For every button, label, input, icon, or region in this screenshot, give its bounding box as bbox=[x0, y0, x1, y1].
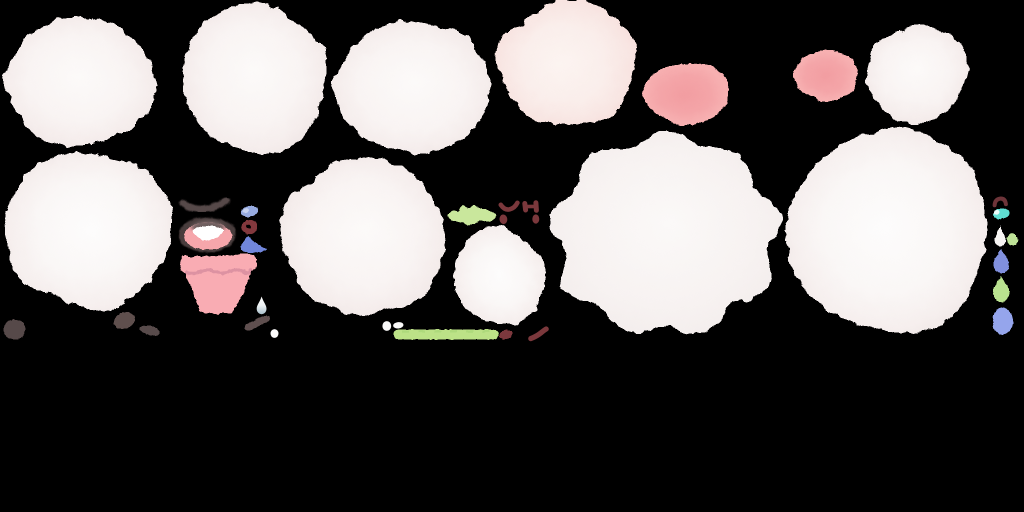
maroon-ring bbox=[241, 219, 258, 235]
closed-smile bbox=[180, 197, 230, 213]
strip-blue-drop-shape-0 bbox=[993, 248, 1010, 273]
maroon-crescent-shape-0 bbox=[528, 326, 549, 342]
soil-twig bbox=[139, 325, 160, 336]
strip-maroon-arch bbox=[992, 196, 1008, 208]
wool-blob-top-2-shape-0 bbox=[181, 2, 327, 152]
strip-white-drop-shape-0 bbox=[994, 225, 1006, 246]
maroon-pebble-shape-0 bbox=[499, 329, 513, 340]
wool-blob-top-1-shape-0 bbox=[3, 17, 156, 146]
wool-blob-center bbox=[280, 158, 446, 313]
flower-pot-shape-2 bbox=[184, 267, 253, 275]
maroon-eye-dot-2-shape-0 bbox=[532, 214, 540, 224]
maroon-eye-dot-2 bbox=[532, 214, 540, 224]
strip-green-drop bbox=[993, 275, 1010, 303]
open-mouth-shape-3 bbox=[193, 225, 224, 241]
soil-twig-shape-0 bbox=[139, 325, 160, 336]
tear-bean bbox=[240, 205, 259, 218]
wool-blob-small-center-shape-0 bbox=[453, 227, 544, 325]
wool-blob-top-4-pink-shape-0 bbox=[495, 0, 637, 127]
strip-periwinkle-drop bbox=[992, 307, 1014, 335]
grass-bar bbox=[393, 329, 499, 340]
soil-clump-1 bbox=[3, 319, 26, 340]
wool-blob-top-5 bbox=[865, 22, 967, 124]
strip-white-drop bbox=[994, 225, 1006, 246]
twig bbox=[244, 315, 270, 331]
maroon-eye-arc bbox=[498, 200, 520, 212]
maroon-eye-h bbox=[522, 200, 539, 213]
open-mouth bbox=[179, 217, 236, 253]
flower-pot-shape-0 bbox=[180, 255, 256, 272]
white-speck-3 bbox=[393, 322, 404, 329]
strip-green-bud bbox=[1006, 233, 1019, 246]
sprite-layer bbox=[3, 0, 1019, 342]
wool-blob-small-center bbox=[453, 227, 544, 325]
blue-fin-shape-0 bbox=[240, 236, 267, 254]
white-speck-1 bbox=[270, 329, 279, 338]
wool-blob-top-3-shape-0 bbox=[333, 18, 489, 156]
blush-blob-2-shape-0 bbox=[793, 50, 858, 101]
closed-smile-shape-0 bbox=[180, 197, 230, 213]
wool-blob-left bbox=[5, 150, 172, 311]
blush-blob-1-shape-0 bbox=[641, 62, 729, 125]
wool-blob-top-5-shape-0 bbox=[865, 22, 967, 124]
white-speck-1-shape-0 bbox=[270, 329, 279, 338]
wool-blob-left-shape-0 bbox=[5, 150, 172, 311]
white-speck-2-shape-0 bbox=[382, 321, 392, 331]
strip-periwinkle-drop-shape-0 bbox=[992, 307, 1014, 335]
grass-tuft bbox=[447, 204, 497, 226]
soil-clump-1-shape-0 bbox=[3, 319, 26, 340]
cloud-fluff-shape-0 bbox=[549, 131, 782, 334]
maroon-crescent bbox=[528, 326, 549, 342]
grass-tuft-shape-0 bbox=[447, 204, 497, 226]
maroon-eye-arc-shape-0 bbox=[498, 200, 520, 212]
wool-blob-top-2 bbox=[181, 2, 327, 152]
blush-blob-1 bbox=[641, 62, 729, 125]
strip-green-drop-shape-0 bbox=[993, 275, 1010, 303]
maroon-pebble bbox=[499, 329, 513, 340]
maroon-ring-shape-1 bbox=[246, 224, 251, 229]
wool-blob-right-shape-0 bbox=[785, 127, 988, 334]
strip-green-bud-shape-0 bbox=[1006, 233, 1019, 246]
wool-blob-top-1 bbox=[3, 17, 156, 146]
soil-clump-2 bbox=[113, 312, 136, 329]
strip-cyan-blob bbox=[992, 208, 1010, 220]
wool-blob-center-shape-0 bbox=[280, 158, 446, 313]
blush-blob-2 bbox=[793, 50, 858, 101]
flower-pot-shape-1 bbox=[185, 270, 252, 313]
white-speck-2 bbox=[382, 321, 392, 331]
water-droplet bbox=[256, 296, 267, 315]
tear-bean-shape-1 bbox=[242, 208, 250, 213]
strip-maroon-arch-shape-0 bbox=[992, 196, 1008, 208]
wool-blob-top-3 bbox=[333, 18, 489, 156]
maroon-eye-dot-1 bbox=[499, 214, 508, 225]
flower-pot bbox=[180, 255, 256, 313]
cloud-fluff bbox=[549, 131, 782, 334]
blue-fin bbox=[240, 236, 267, 254]
strip-cyan-blob-shape-1 bbox=[993, 209, 1001, 215]
white-speck-3-shape-0 bbox=[393, 322, 404, 329]
twig-shape-0 bbox=[244, 315, 270, 331]
water-droplet-shape-0 bbox=[256, 296, 267, 315]
maroon-eye-dot-1-shape-0 bbox=[499, 214, 508, 225]
soil-clump-2-shape-0 bbox=[113, 312, 136, 329]
wool-blob-top-4-pink bbox=[495, 0, 637, 127]
strip-blue-drop bbox=[993, 248, 1010, 273]
wool-blob-right bbox=[785, 127, 988, 334]
